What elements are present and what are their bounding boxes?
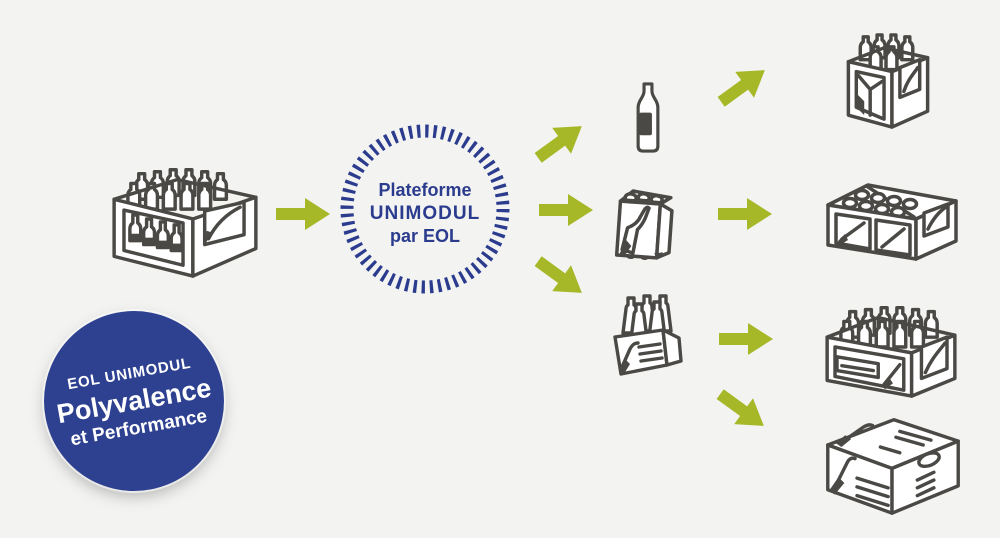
- arrow-platform-to-sixpack-icon: [537, 190, 595, 230]
- arrow-platform-to-case-icon: [525, 244, 595, 310]
- platform-line1: Plateforme: [378, 179, 472, 200]
- open-case-icon: [609, 293, 687, 381]
- arrow-sixpack-to-low-crate-icon: [716, 194, 774, 234]
- closed-box-icon: [820, 408, 966, 519]
- arrow-platform-to-bottle-icon: [525, 109, 595, 175]
- arrow-case-to-wide-crate-icon: [717, 319, 775, 359]
- bottle-icon: [631, 81, 665, 154]
- sixpack-icon: [611, 179, 681, 265]
- tall-crate-icon: [838, 28, 938, 133]
- arrow-bottle-to-tall-crate-icon: [708, 53, 778, 119]
- low-crate-icon: [822, 161, 962, 267]
- dashed-ring-icon: [340, 124, 510, 294]
- full-crate-icon: [106, 154, 264, 280]
- arrow-case-to-closed-box-icon: [707, 377, 777, 443]
- wide-crate-icon: [820, 290, 962, 402]
- platform-label: Plateforme UNIMODUL par EOL: [340, 124, 510, 294]
- platform-line2: UNIMODUL: [369, 202, 481, 224]
- eol-unimodul-badge: EOL UNIMODUL Polyvalence et Performance: [44, 311, 224, 491]
- arrow-source-to-platform-icon: [274, 194, 332, 234]
- unimodul-platform-badge: Plateforme UNIMODUL par EOL: [340, 124, 510, 294]
- platform-line3: par EOL: [389, 225, 460, 246]
- badge-text: EOL UNIMODUL Polyvalence et Performance: [30, 297, 239, 506]
